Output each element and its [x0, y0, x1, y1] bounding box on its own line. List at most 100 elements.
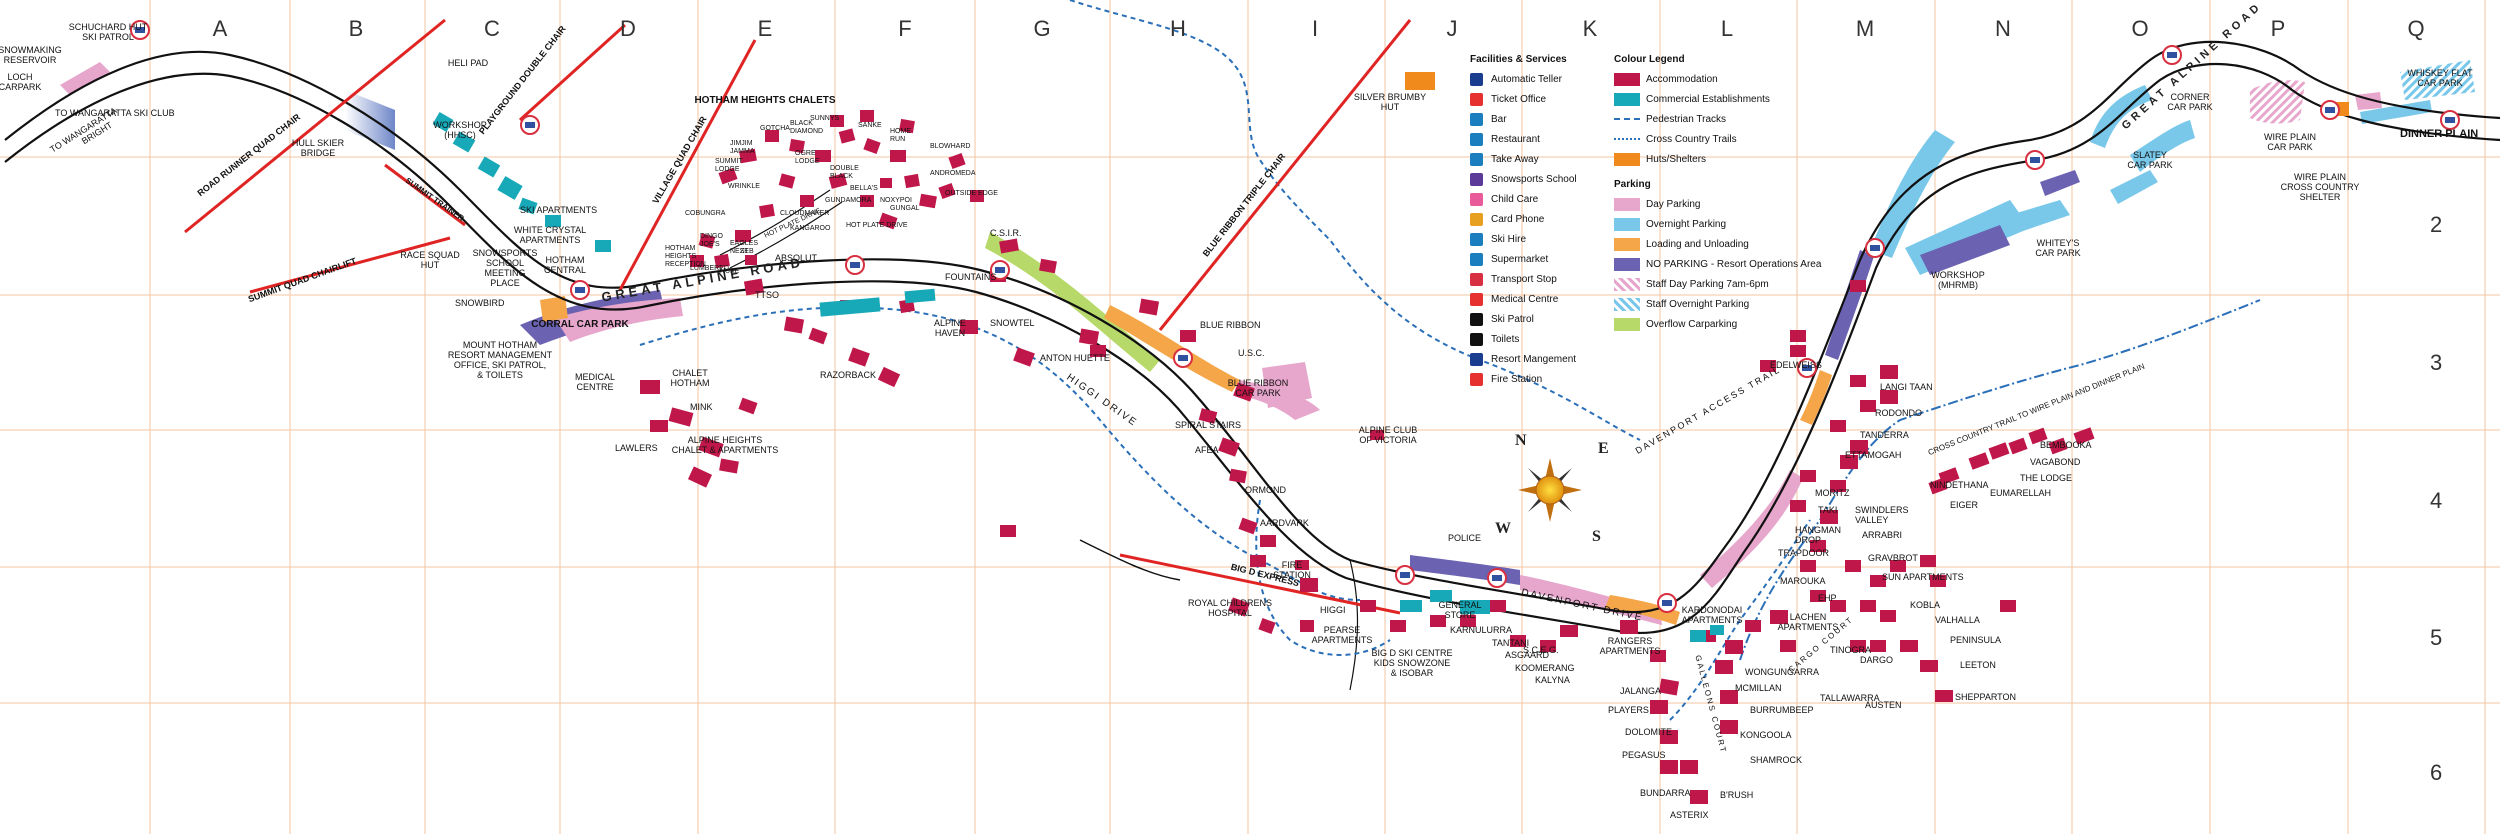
place-mcmillan[interactable]: McMILLAN: [1735, 683, 1782, 693]
place-ski-apts[interactable]: SKI APARTMENTS: [520, 205, 598, 215]
place-valhalla[interactable]: VALHALLA: [1935, 615, 1980, 625]
place-nuke[interactable]: NUKE: [720, 268, 740, 275]
place-ormond[interactable]: ORMOND: [1245, 485, 1286, 495]
place-andromeda[interactable]: ANDROMEDA: [930, 170, 976, 177]
place-gravbrot[interactable]: GRAVBROT: [1868, 553, 1918, 563]
place-asgaard[interactable]: ASGAARD: [1505, 650, 1550, 660]
place-asterix[interactable]: ASTERIX: [1670, 810, 1709, 820]
place-alpine-club[interactable]: ALPINE CLUB OF VICTORIA: [1358, 425, 1418, 445]
place-fountains[interactable]: FOUNTAINS: [945, 272, 997, 282]
transport-stop-icon[interactable]: [1657, 593, 1677, 613]
transport-stop-icon[interactable]: [520, 115, 540, 135]
place-workshop-c[interactable]: WORKSHOP (HHSC): [433, 120, 487, 140]
place-tantani[interactable]: TANTANI: [1492, 638, 1530, 648]
place-maroukai[interactable]: MAROUKA: [1780, 576, 1826, 586]
place-general-store[interactable]: GENERAL STORE: [1438, 600, 1482, 620]
place-taki[interactable]: TAKI: [1818, 505, 1838, 515]
place-lawlers[interactable]: LAWLERS: [615, 443, 658, 453]
place-jimjim[interactable]: JIMJIM JAMMA: [730, 140, 755, 155]
place-snowsports-school[interactable]: SNOWSPORTS SCHOOL MEETING PLACE: [472, 248, 538, 288]
place-slatey[interactable]: SLATEY CAR PARK: [2127, 150, 2173, 170]
place-blue-ribbon-cp[interactable]: BLUE RIBBON CAR PARK: [1227, 378, 1289, 398]
place-higgi[interactable]: HIGGI: [1320, 605, 1346, 615]
place-big-d-centre[interactable]: BIG D SKI CENTRE KIDS SNOWZONE & ISOBAR: [1371, 648, 1453, 678]
place-race-squad[interactable]: RACE SQUAD HUT: [400, 250, 460, 270]
place-players[interactable]: PLAYERS: [1608, 705, 1649, 715]
place-mount-hotham[interactable]: MOUNT HOTHAM RESORT MANAGEMENT OFFICE, S…: [447, 340, 553, 380]
place-snowbird[interactable]: SNOWBIRD: [455, 298, 505, 308]
place-police[interactable]: POLICE: [1448, 533, 1482, 543]
place-absolut[interactable]: ABSOLUT: [775, 253, 818, 263]
place-bundarra[interactable]: BUNDARRA: [1640, 788, 1691, 798]
place-sun-apts[interactable]: SUN APARTMENTS: [1882, 572, 1964, 582]
place-gundamora[interactable]: GUNDAMORA: [825, 197, 872, 204]
place-ogroe[interactable]: OGRE LODGE: [795, 150, 820, 165]
place-hangman[interactable]: HANGMAN DROP: [1795, 525, 1842, 545]
place-aardvark[interactable]: AARDVARK: [1260, 518, 1309, 528]
place-summit-lodge[interactable]: SUMMIT LODGE: [715, 158, 743, 173]
place-lumbered[interactable]: LUMBERED: [690, 265, 729, 272]
place-ttso[interactable]: TTSO: [755, 290, 779, 300]
place-hotham-central[interactable]: HOTHAM CENTRAL: [543, 255, 587, 275]
place-medical-c[interactable]: MEDICAL CENTRE: [574, 372, 616, 392]
place-schuchard[interactable]: SCHUCHARD HUT SKI PATROL: [68, 22, 148, 42]
place-jalanga[interactable]: JALANGA: [1620, 686, 1662, 696]
place-usc[interactable]: U.S.C.: [1238, 348, 1265, 358]
place-wongungarra[interactable]: WONGUNGARRA: [1745, 667, 1819, 677]
place-koomerang[interactable]: KOOMERANG: [1515, 663, 1575, 673]
place-zeb[interactable]: ZEB: [740, 248, 754, 255]
place-brush[interactable]: B'RUSH: [1720, 790, 1754, 800]
place-fire-station[interactable]: FIRE STATION: [1273, 560, 1311, 580]
place-lachen[interactable]: LACHEN APARTMENTS: [1777, 612, 1839, 632]
place-nindethana[interactable]: NINDETHANA: [1930, 480, 1989, 490]
transport-stop-icon[interactable]: [570, 280, 590, 300]
place-gungal[interactable]: GUNGAL: [890, 205, 920, 212]
place-kalyna[interactable]: KALYNA: [1535, 675, 1570, 685]
place-pearse[interactable]: PEARSE APARTMENTS: [1311, 625, 1373, 645]
transport-stop-icon[interactable]: [990, 260, 1010, 280]
transport-stop-icon[interactable]: [1487, 568, 1507, 588]
place-tanderra[interactable]: TANDERRA: [1860, 430, 1909, 440]
place-hull-bridge[interactable]: HULL SKIER BRIDGE: [291, 138, 345, 158]
place-noxypoi[interactable]: NOXYPOI: [880, 197, 912, 204]
place-leeton[interactable]: LEETON: [1960, 660, 1996, 670]
place-cloudmaker[interactable]: CLOUDMAKER: [780, 210, 830, 217]
transport-stop-icon[interactable]: [2440, 110, 2460, 130]
transport-stop-icon[interactable]: [1173, 348, 1193, 368]
place-sunnys[interactable]: SUNNYS: [810, 115, 840, 122]
place-bembooka[interactable]: BEMBOOKA: [2040, 440, 2092, 450]
place-swindlers[interactable]: SWINDLERS VALLEY: [1855, 505, 1909, 525]
place-dargo[interactable]: DARGO: [1860, 655, 1894, 665]
place-shamrock[interactable]: SHAMROCK: [1750, 755, 1803, 765]
place-snowtel[interactable]: SNOWTEL: [990, 318, 1035, 328]
place-austen[interactable]: AUSTEN: [1865, 700, 1902, 710]
place-moritz[interactable]: MORITZ: [1815, 488, 1850, 498]
place-bellas[interactable]: BELLA'S: [850, 185, 878, 192]
transport-stop-icon[interactable]: [2162, 45, 2182, 65]
place-blowhard[interactable]: BLOWHARD: [930, 143, 971, 150]
place-burrumbeep[interactable]: BURRUMBEEP: [1750, 705, 1814, 715]
place-sanke[interactable]: SANKE: [858, 122, 882, 129]
place-corral[interactable]: CORRAL CAR PARK: [531, 319, 629, 330]
place-eiger[interactable]: EIGER: [1950, 500, 1979, 510]
place-sceg[interactable]: S.C.E.G.: [1523, 645, 1559, 655]
place-black-diamond[interactable]: BLACK DIAMOND: [790, 120, 824, 135]
transport-stop-icon[interactable]: [2320, 100, 2340, 120]
place-outside-edge[interactable]: OUTSIDE EDGE: [945, 190, 998, 197]
place-kongoola[interactable]: KONGOOLA: [1740, 730, 1792, 740]
place-rangers[interactable]: RANGERS APARTMENTS: [1599, 636, 1661, 656]
transport-stop-icon[interactable]: [845, 255, 865, 275]
place-hot-plate[interactable]: HOT PLATE DRIVE: [846, 222, 908, 229]
place-ehp[interactable]: EHP: [1818, 593, 1837, 603]
transport-stop-icon[interactable]: [1797, 358, 1817, 378]
place-anton[interactable]: ANTON HUETTE: [1040, 353, 1110, 363]
place-workshop-mhrmb[interactable]: WORKSHOP (MHRMB): [1931, 270, 1985, 290]
place-whiskey-flat[interactable]: WHISKEY FLAT CAR PARK: [2407, 68, 2473, 88]
place-to-wang-club[interactable]: TO WANGARATTA SKI CLUB: [55, 108, 175, 118]
place-razorback[interactable]: RAZORBACK: [820, 370, 877, 380]
place-kobla[interactable]: KOBLA: [1910, 600, 1941, 610]
place-trapdoor[interactable]: TRAPDOOR: [1778, 548, 1830, 558]
place-eagles[interactable]: EAGLES NEST: [730, 240, 759, 255]
place-mink[interactable]: MINK: [690, 402, 713, 412]
transport-stop-icon[interactable]: [2025, 150, 2045, 170]
